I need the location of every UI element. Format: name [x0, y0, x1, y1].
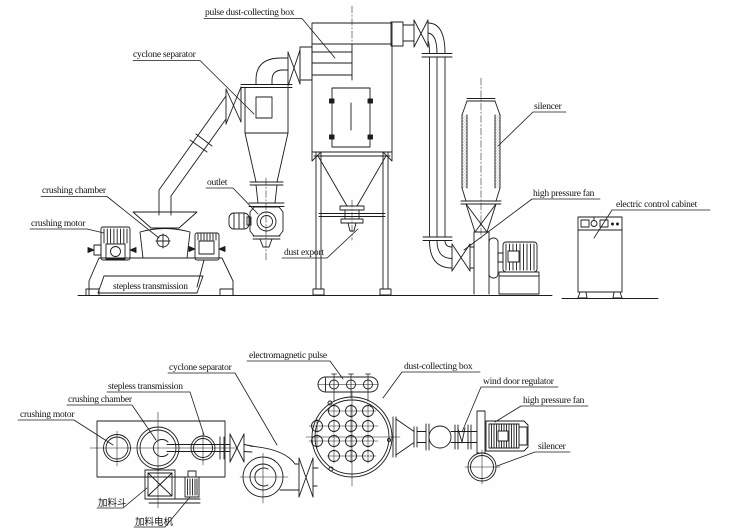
feed-hopper-plan [144, 469, 201, 504]
access-door [329, 87, 373, 148]
label-stepless-transmission-plan: stepless transmission [108, 382, 183, 392]
label-silencer-plan: silencer [538, 442, 567, 452]
label-wind-door-regulator: wind door regulator [483, 377, 555, 387]
label-high-pressure-fan-side: high pressure fan [533, 188, 595, 199]
crushing-machine [85, 211, 234, 296]
ground-line [77, 295, 659, 299]
silencer-plan [464, 449, 501, 485]
label-dust-collecting-box-plan: dust-collecting box [404, 362, 473, 372]
outlet-rotary-valve [228, 206, 284, 248]
crushing-motor-body [87, 226, 137, 261]
label-pulse-dust-collecting-box: pulse dust-collecting box [205, 8, 295, 18]
side-view-leaders [29, 18, 711, 259]
stepless-transmission-plan [190, 435, 216, 461]
label-stepless-transmission-side: stepless transmission [113, 282, 188, 292]
side-view [29, 5, 711, 299]
label-cyclone-separator-side: cyclone separator [133, 50, 197, 60]
high-pressure-fan-side [473, 231, 540, 295]
label-crushing-motor-side: crushing motor [31, 219, 86, 229]
label-cyclone-separator-plan: cyclone separator [169, 363, 233, 373]
label-silencer-side: silencer [534, 102, 563, 112]
box-to-fan-pipe [390, 19, 475, 272]
plan-view-leaders [17, 360, 589, 528]
label-crushing-chamber-plan: crushing chamber [68, 395, 133, 405]
plan-view [17, 360, 589, 528]
feed-motor-plan [184, 470, 200, 498]
silencer-side [460, 77, 502, 241]
stepless-transmission-panel [97, 275, 204, 294]
filter-tubes [311, 403, 374, 464]
cyclone-separator-side [228, 49, 301, 261]
crushing-chamber-drum [139, 228, 191, 259]
labels: pulse dust-collecting box cyclone separa… [20, 8, 698, 528]
label-feed-hopper: 加料斗 [98, 497, 127, 509]
label-crushing-motor-plan: crushing motor [20, 410, 75, 420]
label-electromagnetic-pulse: electromagnetic pulse [249, 351, 327, 361]
mill-to-cyclone-duct [158, 86, 242, 216]
label-dust-export: dust export [284, 248, 324, 258]
label-high-pressure-fan-plan: high pressure fan [523, 395, 585, 406]
box-hopper [311, 151, 393, 296]
wind-door-regulator-mark [457, 427, 466, 443]
crushing-motor-plan [103, 434, 131, 462]
feed-funnel [132, 211, 198, 229]
transmission-motor [188, 232, 226, 288]
mill-plan [89, 411, 253, 509]
electric-control-cabinet [577, 216, 623, 299]
electromagnetic-pulse-manifold [317, 373, 379, 402]
label-feed-motor: 加料电机 [135, 516, 174, 528]
box-to-fan-duct-plan [392, 416, 478, 458]
dust-collecting-box-plan [305, 390, 401, 487]
cyclone-separator-plan [239, 445, 319, 504]
pulse-dust-collecting-box [299, 5, 475, 296]
label-crushing-chamber-side: crushing chamber [42, 186, 107, 196]
high-pressure-fan-plan [476, 410, 529, 454]
crushing-chamber-plan [136, 426, 180, 470]
label-electric-control-cabinet: electric control cabinet [616, 200, 698, 210]
label-outlet: outlet [207, 178, 228, 188]
